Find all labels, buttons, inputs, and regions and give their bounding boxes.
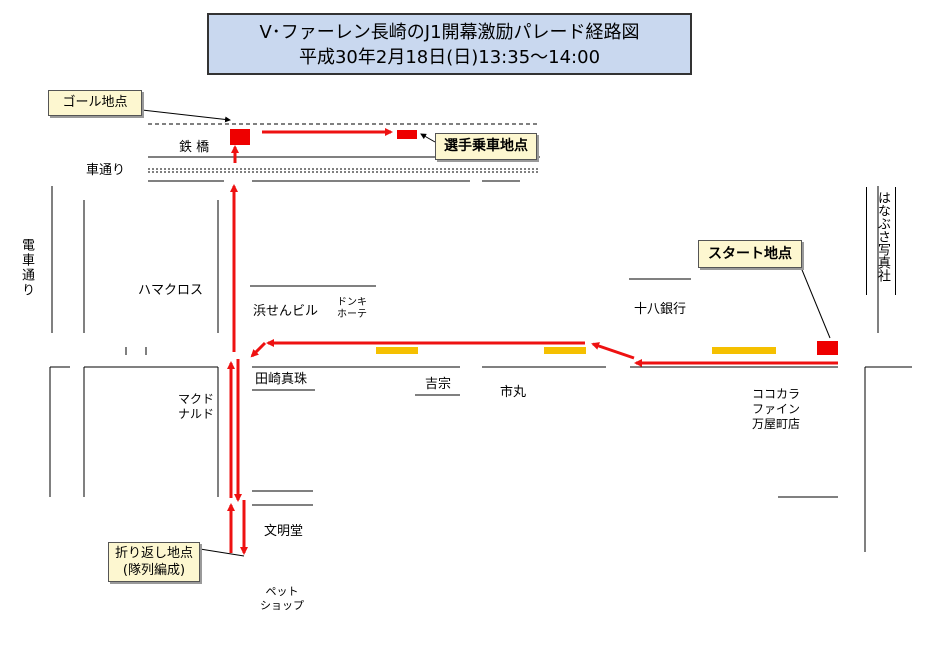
vehicle-start — [817, 341, 838, 355]
label-donki: ドンキ ホーテ — [337, 297, 367, 321]
goal-callout: ゴール地点 — [48, 90, 142, 116]
label-juhachi: 十八銀行 — [634, 302, 687, 317]
title-line-2: 平成30年2月18日(日)13:35～14:00 — [298, 47, 601, 68]
route-arrow-4 — [250, 341, 267, 358]
turnaround-callout: 折り返し地点 (隊列編成) — [108, 542, 200, 582]
label-yoshimune: 吉宗 — [425, 377, 452, 392]
label-pet-2: ショップ — [260, 599, 304, 612]
parade-route — [227, 128, 838, 555]
label-donki-2: ホーテ — [337, 309, 367, 320]
boarding-callout: 選手乗車地点 — [435, 133, 537, 160]
label-hamacross: ハマクロス — [138, 283, 204, 298]
label-ichimaru: 市丸 — [500, 385, 527, 400]
vehicle-boarding — [397, 130, 417, 139]
waiting-bar-1 — [376, 347, 418, 354]
label-tetsubashi: 鉄 橋 — [179, 140, 210, 155]
label-makudo-2: ナルド — [178, 407, 215, 421]
waiting-bar-3 — [712, 347, 776, 354]
turnaround-line-1: 折り返し地点 — [114, 546, 193, 561]
label-hamasen: 浜せんビル — [253, 304, 319, 319]
label-donki-1: ドンキ — [337, 297, 367, 308]
map-title: V･ファーレン長崎のJ1開幕激励パレード経路図 平成30年2月18日(日)13:… — [207, 13, 692, 75]
label-densha-dori: 電車通り — [19, 238, 34, 298]
label-cococara: ココカラ ファイン 万屋町店 — [752, 387, 800, 432]
start-callout: スタート地点 — [698, 240, 802, 268]
route-arrow-2 — [591, 342, 635, 360]
label-pet-1: ペット — [265, 585, 299, 598]
label-tazaki: 田崎真珠 — [255, 372, 308, 387]
street-lines — [49, 123, 912, 552]
label-bunmeido: 文明堂 — [264, 524, 304, 539]
label-kurumadori: 車通り — [86, 163, 126, 178]
vehicle-goal — [230, 129, 250, 145]
label-makudo-1: マクド — [178, 392, 215, 406]
label-cococara-1: ココカラ — [752, 387, 801, 401]
title-line-1: V･ファーレン長崎のJ1開幕激励パレード経路図 — [259, 22, 640, 43]
label-hanabusa: はなぶさ写真社 — [875, 191, 890, 282]
turnaround-line-2: (隊列編成) — [122, 563, 186, 578]
label-cococara-3: 万屋町店 — [752, 417, 801, 431]
callout-leaders — [141, 109, 831, 557]
label-pet-shop: ペット ショップ — [260, 585, 304, 613]
waiting-bar-2 — [544, 347, 586, 354]
label-hanabusa-box: はなぶさ写真社 — [866, 187, 896, 295]
label-makudo: マクド ナルド — [178, 392, 214, 422]
label-cococara-2: ファイン — [752, 402, 801, 416]
